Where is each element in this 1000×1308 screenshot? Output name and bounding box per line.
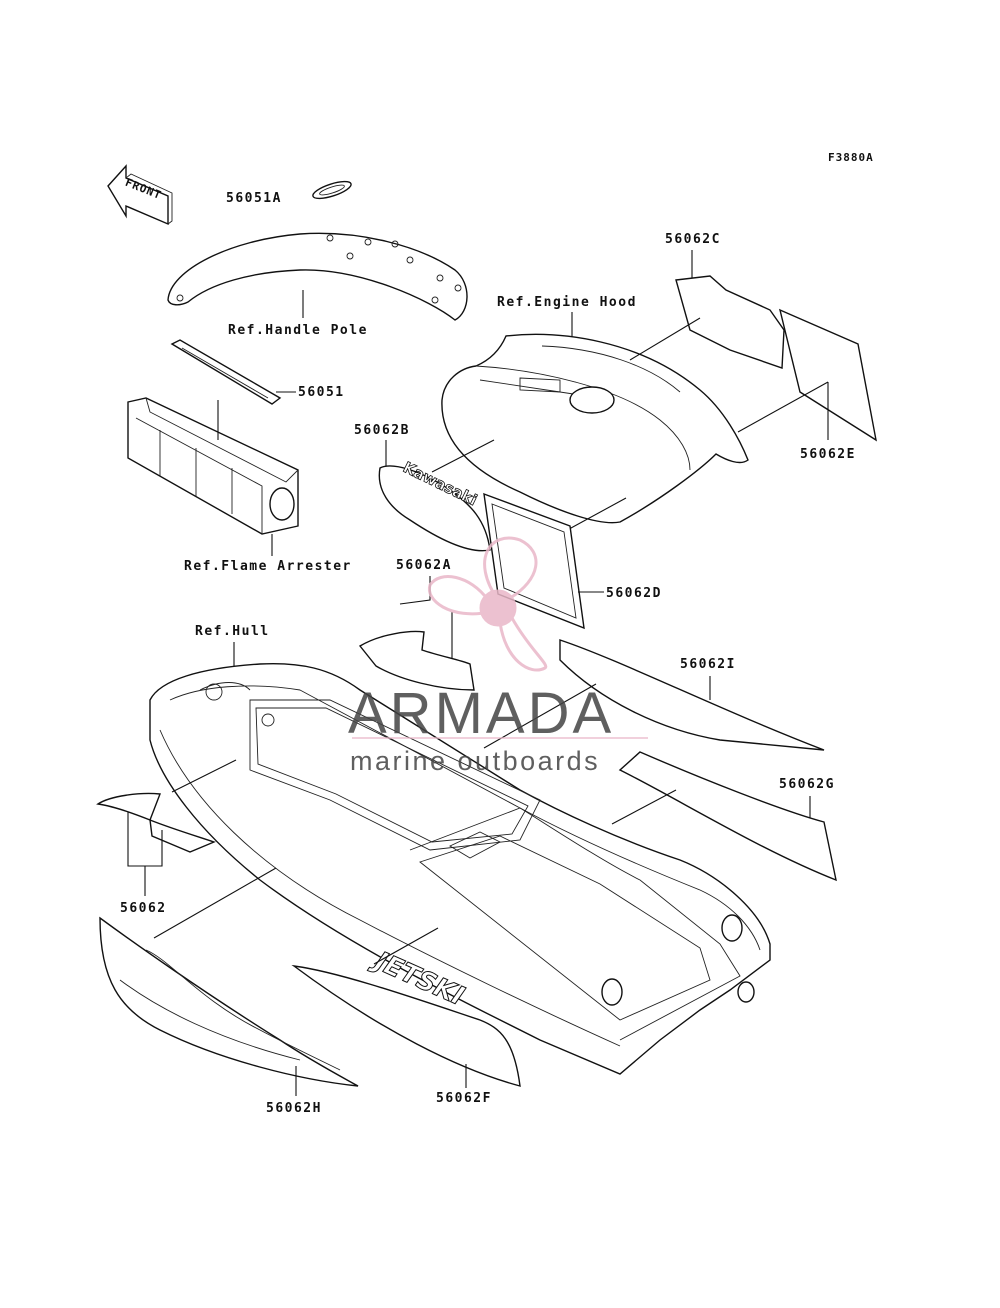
front-arrow-icon: FRONT xyxy=(107,164,173,226)
decal-56062C xyxy=(675,275,785,369)
label-56051A: 56051A xyxy=(226,191,282,206)
engine-hood xyxy=(441,333,749,524)
flame-arrester xyxy=(127,397,299,556)
label-56062I: 56062I xyxy=(680,657,736,672)
hull xyxy=(149,662,771,1075)
label-ref-hull: Ref.Hull xyxy=(195,624,270,639)
label-ref-flame-arrester: Ref.Flame Arrester xyxy=(184,559,352,574)
label-56062F: 56062F xyxy=(436,1091,492,1106)
watermark-brand: ARMADA xyxy=(348,681,614,746)
label-56051: 56051 xyxy=(298,385,345,400)
watermark: ARMADA marine outboards xyxy=(348,536,648,776)
label-56062B: 56062B xyxy=(354,423,410,438)
propeller-icon xyxy=(427,536,548,672)
emblem-56051A xyxy=(312,180,352,200)
diagram-code: F3880A xyxy=(828,151,874,164)
label-56062D: 56062D xyxy=(606,586,662,601)
decal-56062G xyxy=(618,751,837,882)
label-ref-engine-hood: Ref.Engine Hood xyxy=(497,295,637,310)
decal-56062B: Kawasaki xyxy=(378,458,491,552)
decal-56062H xyxy=(99,916,359,1087)
decal-56062E xyxy=(778,308,877,442)
label-56062H: 56062H xyxy=(266,1101,322,1116)
decal-56062I xyxy=(559,639,825,751)
label-56062A: 56062A xyxy=(396,558,452,573)
label-56062G: 56062G xyxy=(779,777,835,792)
handle-pole xyxy=(167,232,468,321)
watermark-tagline: marine outboards xyxy=(350,746,600,776)
decal-56051 xyxy=(170,339,282,405)
label-56062E: 56062E xyxy=(800,447,856,462)
label-56062: 56062 xyxy=(120,901,167,916)
label-ref-handle-pole: Ref.Handle Pole xyxy=(228,323,368,338)
decal-56062A xyxy=(358,630,475,691)
decal-56062 xyxy=(96,792,216,853)
label-56062C: 56062C xyxy=(665,232,721,247)
